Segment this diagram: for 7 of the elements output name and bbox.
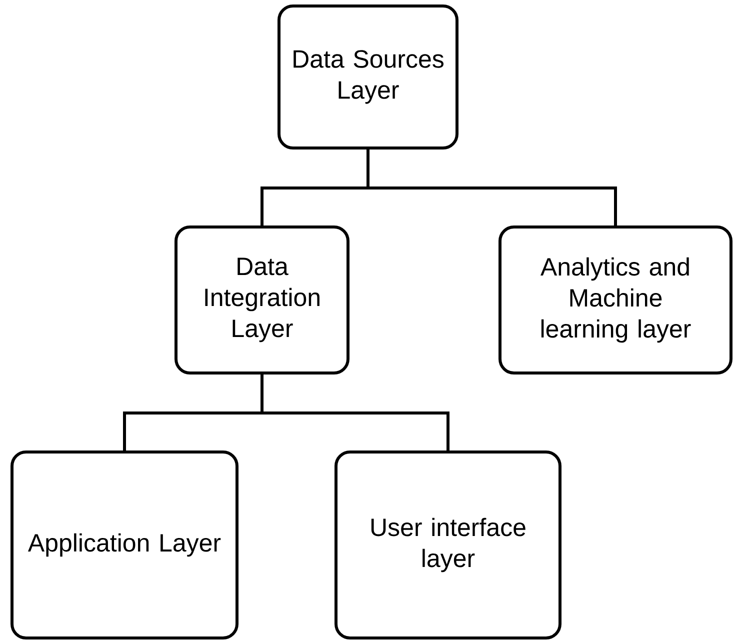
layer-box: Data Sources Layer	[278, 4, 458, 150]
connector-line	[260, 374, 450, 450]
layer-box: Data Integration Layer	[174, 226, 350, 374]
layer-box: User interface layer	[334, 450, 562, 640]
connector-line	[366, 150, 617, 226]
layer-box: Application Layer	[10, 450, 238, 640]
layer-box: Analytics and Machine learning layer	[498, 226, 732, 374]
